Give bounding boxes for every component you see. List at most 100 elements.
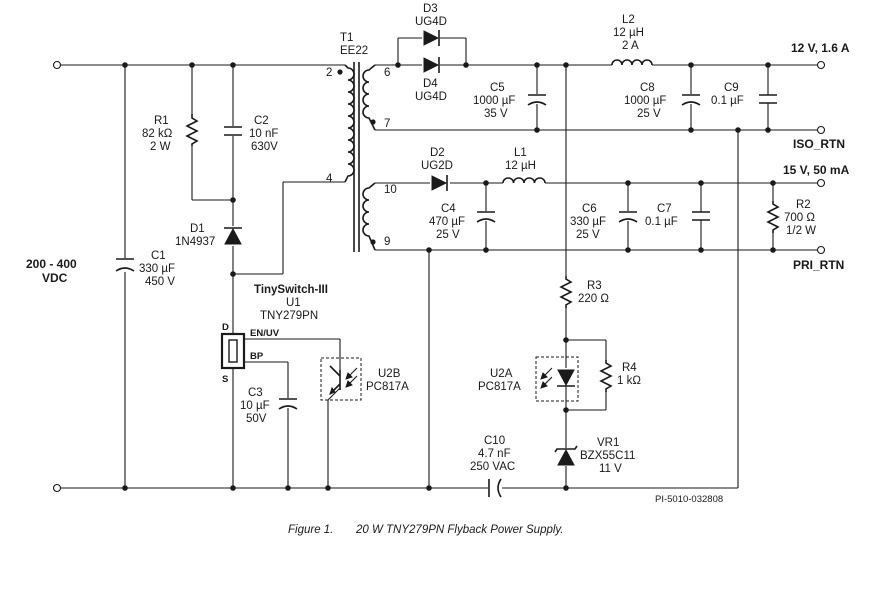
- c2-voltage: 630V: [251, 141, 278, 153]
- c6-value: 330 µF: [570, 216, 606, 228]
- c3-ref: C3: [248, 387, 263, 399]
- diode-d3: [423, 30, 440, 46]
- c8-voltage: 25 V: [637, 108, 661, 120]
- capacitor-c8: [681, 94, 701, 106]
- l1-value: 12 µH: [505, 160, 536, 172]
- u2a-value: PC817A: [478, 381, 521, 393]
- capacitor-c5: [527, 94, 547, 106]
- u2b-value: PC817A: [366, 381, 409, 393]
- c9-value: 0.1 µF: [711, 95, 744, 107]
- r4-ref: R4: [622, 362, 637, 374]
- capacitor-c2: [224, 126, 242, 136]
- c7-value: 0.1 µF: [645, 216, 678, 228]
- t1-tap-2: 2: [326, 67, 332, 79]
- c9-ref: C9: [724, 82, 739, 94]
- r2-ref: R2: [796, 199, 811, 211]
- inductor-l1: [502, 177, 546, 184]
- u1-value: TNY279PN: [260, 310, 318, 322]
- c5-ref: C5: [490, 82, 505, 94]
- c10-voltage: 250 VAC: [470, 461, 515, 473]
- diode-d4: [423, 57, 440, 73]
- vr1-ref: VR1: [597, 437, 619, 449]
- ic-u1: [220, 332, 246, 370]
- d4-value: UG4D: [415, 91, 447, 103]
- terminal-12v: [816, 60, 826, 70]
- u1-ref: U1: [286, 297, 301, 309]
- l1-ref: L1: [514, 147, 527, 159]
- r1-power: 2 W: [150, 141, 171, 153]
- t1-ref: T1: [340, 32, 353, 44]
- u1-pin-enuv: EN/UV: [250, 328, 280, 339]
- terminal-15v: [816, 178, 826, 188]
- c8-ref: C8: [640, 82, 655, 94]
- r1-ref: R1: [154, 115, 169, 127]
- vr1-value: BZX55C11: [580, 450, 635, 462]
- c2-ref: C2: [254, 115, 269, 127]
- terminal-iso-rtn: [816, 125, 826, 135]
- output-12v-label: 12 V, 1.6 A: [791, 41, 850, 55]
- iso-rtn-label: ISO_RTN: [793, 137, 845, 151]
- t1-tap-10: 10: [384, 184, 397, 196]
- resistor-r4: [599, 360, 613, 392]
- c4-voltage: 25 V: [436, 229, 460, 241]
- input-voltage-unit: VDC: [42, 271, 68, 285]
- junction-dots: [122, 62, 776, 491]
- d1-value: 1N4937: [175, 236, 215, 248]
- figure-number: Figure 1.: [288, 524, 333, 536]
- terminal-input-minus: [52, 483, 62, 493]
- capacitor-c9: [759, 94, 777, 104]
- c8-value: 1000 µF: [624, 95, 666, 107]
- c3-value: 10 µF: [240, 400, 270, 412]
- text-labels: 200 - 400 VDC 12 V, 1.6 A ISO_RTN 15 V, …: [26, 3, 850, 536]
- opto-u2a: [535, 356, 579, 402]
- t1-tap-6: 6: [384, 67, 390, 79]
- terminal-pri-rtn: [816, 245, 826, 255]
- d2-ref: D2: [430, 147, 445, 159]
- c1-ref: C1: [151, 250, 166, 262]
- capacitor-c3: [278, 398, 298, 410]
- capacitor-c7: [692, 211, 710, 221]
- pri-rtn-label: PRI_RTN: [793, 258, 844, 272]
- c4-value: 470 µF: [429, 216, 465, 228]
- d1-ref: D1: [190, 223, 205, 235]
- r1-value: 82 kΩ: [142, 128, 173, 140]
- c2-value: 10 nF: [249, 128, 278, 140]
- c6-ref: C6: [582, 203, 597, 215]
- u1-pin-s: S: [222, 374, 228, 385]
- terminals: [52, 60, 826, 493]
- resistor-r3: [559, 276, 573, 308]
- c4-ref: C4: [441, 203, 456, 215]
- wiring: [60, 37, 818, 489]
- t1-tap-4: 4: [326, 173, 333, 185]
- c6-voltage: 25 V: [576, 229, 600, 241]
- capacitor-c4: [476, 211, 496, 223]
- d3-ref: D3: [423, 3, 438, 15]
- input-voltage-label: 200 - 400: [26, 257, 77, 271]
- output-15v-label: 15 V, 50 mA: [783, 163, 850, 177]
- zener-vr1: [554, 445, 578, 466]
- l2-ref: L2: [622, 14, 635, 26]
- tinyswitch-label: TinySwitch-III: [254, 284, 328, 296]
- t1-tap-9: 9: [384, 236, 390, 248]
- t1-tap-7: 7: [384, 118, 390, 130]
- d4-ref: D4: [423, 78, 438, 90]
- t1-value: EE22: [340, 45, 368, 57]
- resistor-r1: [185, 114, 199, 146]
- r3-ref: R3: [587, 280, 602, 292]
- terminal-input-plus: [52, 60, 62, 70]
- u2b-ref: U2B: [378, 368, 401, 380]
- r2-power: 1/2 W: [786, 225, 816, 237]
- c7-ref: C7: [657, 203, 672, 215]
- c3-voltage: 50V: [246, 413, 267, 425]
- c5-value: 1000 µF: [473, 95, 515, 107]
- c5-voltage: 35 V: [484, 108, 508, 120]
- l2-current: 2 A: [622, 40, 639, 52]
- capacitor-c6: [618, 211, 638, 223]
- transformer-t1: [337, 62, 376, 252]
- u2a-ref: U2A: [490, 368, 513, 380]
- resistor-r2: [766, 201, 780, 233]
- c1-value: 330 µF: [139, 263, 175, 275]
- r4-value: 1 kΩ: [617, 375, 641, 387]
- vr1-voltage: 11 V: [599, 463, 622, 475]
